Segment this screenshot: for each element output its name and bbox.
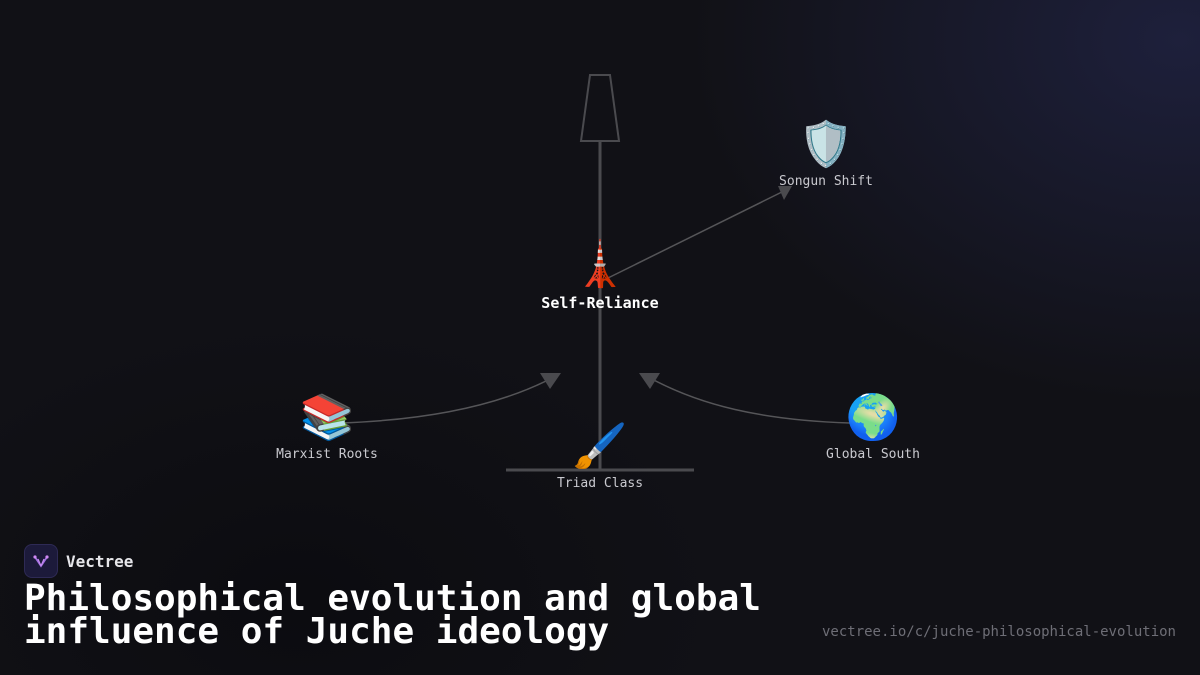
paintbrush-icon: 🖌️ xyxy=(572,421,628,472)
edge-global-south-to-self-reliance xyxy=(649,377,851,424)
arrow-marxist xyxy=(540,373,561,389)
node-label: Self-Reliance xyxy=(541,294,659,312)
node-label: Triad Class xyxy=(556,476,644,491)
tower-icon: 🗼 xyxy=(572,239,628,290)
globe-icon: 🌍 xyxy=(845,392,901,443)
source-url[interactable]: vectree.io/c/juche-philosophical-evoluti… xyxy=(821,624,1176,640)
brand[interactable]: Vectree xyxy=(24,544,133,578)
vectree-logo-icon xyxy=(24,544,58,578)
node-label: Songun Shift xyxy=(779,174,873,189)
page-title: Philosophical evolution and global influ… xyxy=(24,578,761,652)
arrow-songun xyxy=(778,186,792,200)
shield-icon: 🛡️ xyxy=(798,119,854,170)
node-label: Marxist Roots xyxy=(276,447,378,462)
arrow-global-south xyxy=(639,373,660,389)
node-label: Global South xyxy=(826,447,920,462)
node-marxist-roots[interactable]: 📚 Marxist Roots xyxy=(276,392,378,463)
node-songun-shift[interactable]: 🛡️ Songun Shift xyxy=(779,119,873,190)
node-self-reliance[interactable]: 🗼 Self-Reliance xyxy=(541,239,659,313)
edge-marxist-to-self-reliance xyxy=(339,377,553,424)
edge-self-reliance-to-songun xyxy=(607,187,791,279)
node-global-south[interactable]: 🌍 Global South xyxy=(826,392,920,463)
tower-top-outline xyxy=(579,74,621,142)
books-icon: 📚 xyxy=(299,392,355,443)
node-triad-class[interactable]: 🖌️ Triad Class xyxy=(556,421,644,492)
brand-name: Vectree xyxy=(66,551,134,571)
